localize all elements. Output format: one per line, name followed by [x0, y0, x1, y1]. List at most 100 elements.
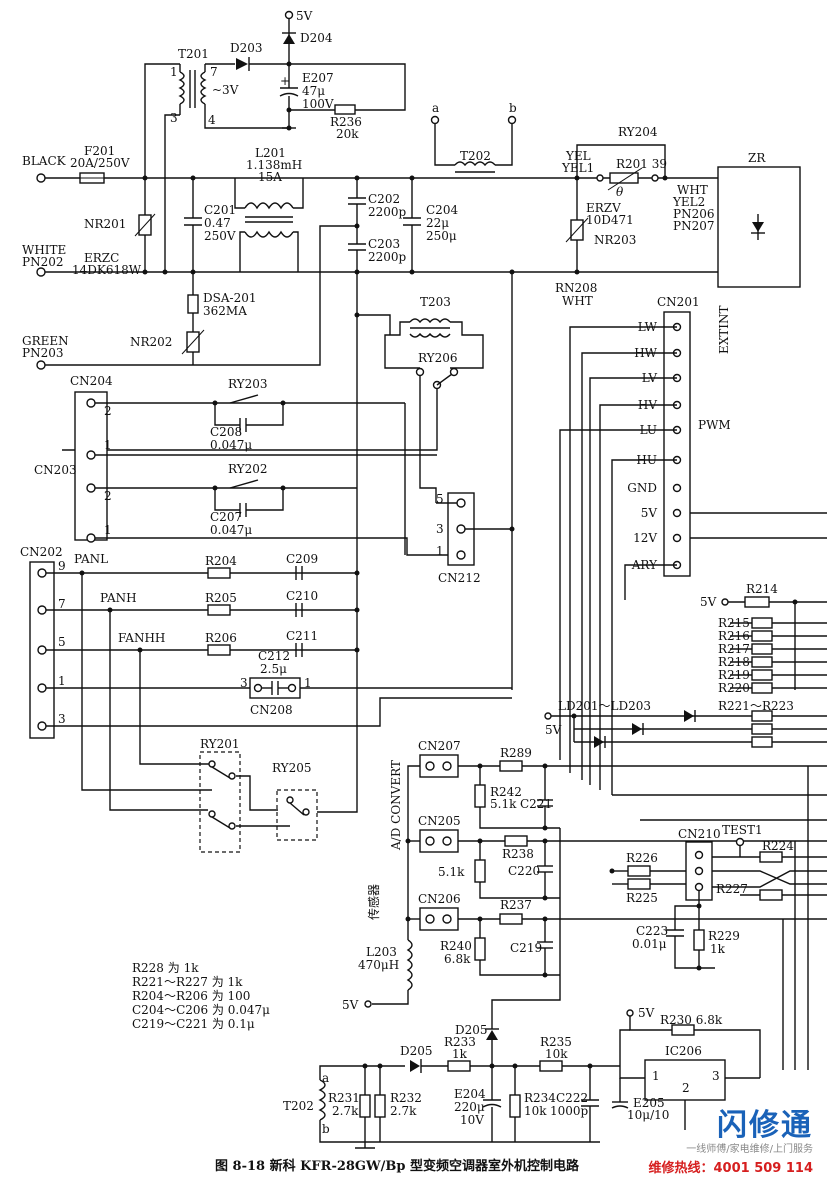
e207-plus: +	[280, 74, 290, 88]
wht2-label: WHT	[562, 294, 593, 308]
c208-label: C208	[210, 425, 242, 439]
r237-label: R237	[500, 898, 532, 912]
relay-ry205	[276, 789, 318, 841]
wht-label: WHT	[677, 183, 708, 197]
white-terminal	[36, 267, 46, 277]
c204-voltage: 250μ	[426, 229, 457, 243]
l203-value: 470μH	[358, 958, 399, 972]
c223-value: 0.01μ	[632, 937, 667, 951]
pn203-label: PN203	[22, 346, 63, 360]
c212-label: C212	[258, 649, 290, 663]
r224-label: R224	[762, 839, 794, 853]
cn207-label: CN207	[418, 739, 461, 753]
resistor-r231	[359, 1094, 371, 1118]
erzc-label: ERZC	[84, 251, 119, 265]
black-terminal	[36, 173, 46, 183]
r240-value: 6.8k	[444, 952, 471, 966]
r233-value: 1k	[452, 1047, 468, 1061]
resistor-r214	[744, 596, 770, 608]
t202-a-label: a	[432, 101, 439, 115]
fanhh-label: FANHH	[118, 631, 165, 645]
resistor-r229	[693, 929, 705, 951]
l201-label: L201	[255, 146, 286, 160]
dsa201-value: 362MA	[203, 304, 247, 318]
c219-label: C219	[510, 941, 542, 955]
cn204-label: CN204	[70, 374, 113, 388]
5v-label: 5V	[296, 9, 313, 23]
r289-label: R289	[500, 746, 532, 760]
e207-label: E207	[302, 71, 334, 85]
r217-label: R217	[718, 642, 750, 656]
e204-label: E204	[454, 1087, 486, 1101]
r205-label: R205	[205, 591, 237, 605]
cn202-pin7: 7	[58, 597, 66, 611]
green-label: GREEN	[22, 334, 69, 348]
ry203-label: RY203	[228, 377, 268, 391]
5v-terminal	[284, 10, 294, 20]
resistor-r235	[539, 1060, 563, 1072]
e207-voltage: 100V	[302, 97, 334, 111]
t202-terminal-b	[507, 115, 517, 125]
r219-label: R219	[718, 668, 750, 682]
r234-label: R234	[524, 1091, 556, 1105]
diode-d204	[282, 32, 296, 44]
yel1-label: YEL1	[561, 161, 594, 175]
r242-value: 5.1k	[490, 797, 517, 811]
dsa201-label: DSA-201	[203, 291, 256, 305]
ad-convert-label: A/D CONVERT	[389, 760, 403, 851]
c204-value: 22μ	[426, 216, 449, 230]
cn202-pin3: 3	[58, 712, 66, 726]
f201-label: F201	[84, 144, 115, 158]
r218-label: R218	[718, 655, 750, 669]
c221-label: C221	[520, 797, 552, 811]
resistor-r215	[751, 617, 773, 629]
resistor-r220	[751, 682, 773, 694]
cn208-pin3: 3	[240, 676, 248, 690]
cn204-pin1: 1	[104, 438, 112, 452]
r201-label: R201 39	[616, 157, 667, 171]
cn202-label: CN202	[20, 545, 63, 559]
resistor-r289	[499, 760, 523, 772]
t203-label: T203	[420, 295, 451, 309]
ic206-pin3: 3	[712, 1069, 720, 1083]
t202-top-label: T202	[460, 149, 491, 163]
l201-current: 15A	[258, 170, 282, 184]
r227-label: R227	[716, 882, 748, 896]
c201-voltage: 250V	[204, 229, 236, 243]
r231-value: 2.7k	[332, 1104, 359, 1118]
r216-label: R216	[718, 629, 750, 643]
t202-b-label: b	[509, 101, 517, 115]
l203-label: L203	[366, 945, 397, 959]
e205-value: 10μ/10	[627, 1108, 669, 1122]
cn212-pin1: 1	[436, 544, 444, 558]
black-label: BLACK	[22, 154, 67, 168]
c201-value: 0.47	[204, 216, 231, 230]
led-label: LD201～LD203	[558, 699, 651, 713]
note-line: R204～R206 为 100	[132, 989, 250, 1003]
transformer-t201	[178, 64, 207, 115]
diode-d203	[236, 57, 250, 71]
ry204-label: RY204	[618, 125, 658, 139]
cn212-label: CN212	[438, 571, 481, 585]
thermistor-r201	[609, 172, 639, 184]
note-line: R221～R227 为 1k	[132, 975, 243, 989]
c220-label: C220	[508, 864, 540, 878]
r233-label: R233	[444, 1035, 476, 1049]
r234-value: 10k	[524, 1104, 547, 1118]
r238-label: R238	[502, 847, 534, 861]
erzv-label: ERZV	[586, 201, 621, 215]
t202-bottom-b: b	[322, 1122, 330, 1136]
cn201-pin-label: GND	[627, 481, 657, 495]
r206-label: R206	[205, 631, 237, 645]
erzc-value: 14DK618W	[72, 263, 142, 277]
t201-pin7: 7	[210, 65, 218, 79]
cn201-pin-terminal	[672, 533, 682, 543]
choke-l201	[234, 178, 304, 272]
resistor-r218	[751, 656, 773, 668]
resistor-r240	[474, 937, 486, 961]
r236-label: R236	[330, 115, 362, 129]
secondary-voltage: ~3V	[212, 83, 239, 97]
yel2-label: YEL2	[672, 195, 705, 209]
connector-cn204-cn203	[74, 391, 108, 541]
